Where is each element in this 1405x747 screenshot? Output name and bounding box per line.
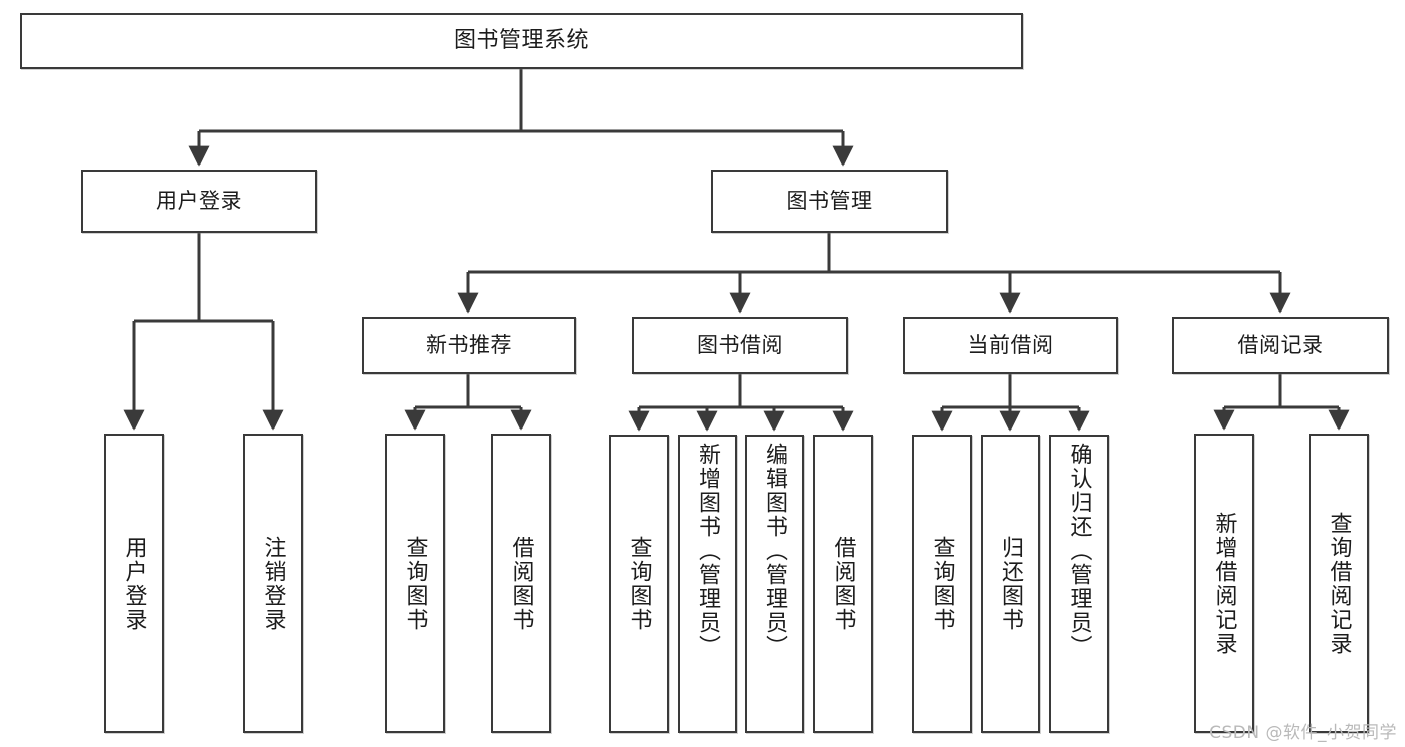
node-label: 借阅图书 (508, 535, 534, 632)
node-new-book-recommend[interactable]: 新书推荐 (362, 317, 576, 374)
node-label: 查询借阅记录 (1326, 511, 1352, 656)
node-borrow-record[interactable]: 借阅记录 (1172, 317, 1389, 374)
node-label: 借阅记录 (1237, 333, 1324, 358)
leaf-confirm-return-admin[interactable]: 确认归还（管理员） (1049, 435, 1109, 733)
node-label: 新书推荐 (426, 333, 512, 358)
leaf-query-book-current[interactable]: 查询图书 (912, 435, 972, 733)
leaf-add-book-admin[interactable]: 新增图书（管理员） (678, 435, 737, 733)
leaf-borrow-book-borrow[interactable]: 借阅图书 (813, 435, 873, 733)
node-book-manage[interactable]: 图书管理 (711, 170, 948, 233)
leaf-query-book-borrow[interactable]: 查询图书 (609, 435, 669, 733)
leaf-user-login[interactable]: 用户登录 (104, 434, 164, 733)
node-book-borrow[interactable]: 图书借阅 (632, 317, 848, 374)
node-label: 确认归还（管理员） (1066, 443, 1092, 659)
node-current-borrow[interactable]: 当前借阅 (903, 317, 1118, 374)
node-user-login[interactable]: 用户登录 (81, 170, 317, 233)
node-label: 新增图书（管理员） (695, 443, 721, 659)
node-label: 编辑图书（管理员） (762, 443, 788, 659)
node-book-management-system[interactable]: 图书管理系统 (20, 13, 1023, 69)
node-label: 查询图书 (929, 536, 955, 632)
node-label: 图书管理 (786, 189, 873, 214)
node-label: 归还图书 (998, 536, 1024, 632)
node-label: 图书管理系统 (453, 28, 589, 54)
leaf-add-borrow-record[interactable]: 新增借阅记录 (1194, 434, 1254, 733)
node-label: 查询图书 (402, 535, 428, 632)
node-label: 借阅图书 (830, 536, 856, 632)
leaf-query-book-recommend[interactable]: 查询图书 (385, 434, 445, 733)
leaf-return-book[interactable]: 归还图书 (981, 435, 1040, 733)
leaf-user-logout[interactable]: 注销登录 (243, 434, 303, 733)
node-label: 当前借阅 (967, 333, 1054, 358)
leaf-query-borrow-record[interactable]: 查询借阅记录 (1309, 434, 1369, 733)
leaf-edit-book-admin[interactable]: 编辑图书（管理员） (745, 435, 804, 733)
node-label: 注销登录 (260, 535, 286, 632)
node-label: 用户登录 (156, 189, 242, 214)
node-label: 用户登录 (121, 535, 147, 632)
leaf-borrow-book-recommend[interactable]: 借阅图书 (491, 434, 551, 733)
node-label: 查询图书 (626, 536, 652, 632)
node-label: 图书借阅 (697, 333, 783, 358)
node-label: 新增借阅记录 (1211, 511, 1237, 656)
watermark: CSDN @软件_小贺同学 (1209, 723, 1397, 743)
